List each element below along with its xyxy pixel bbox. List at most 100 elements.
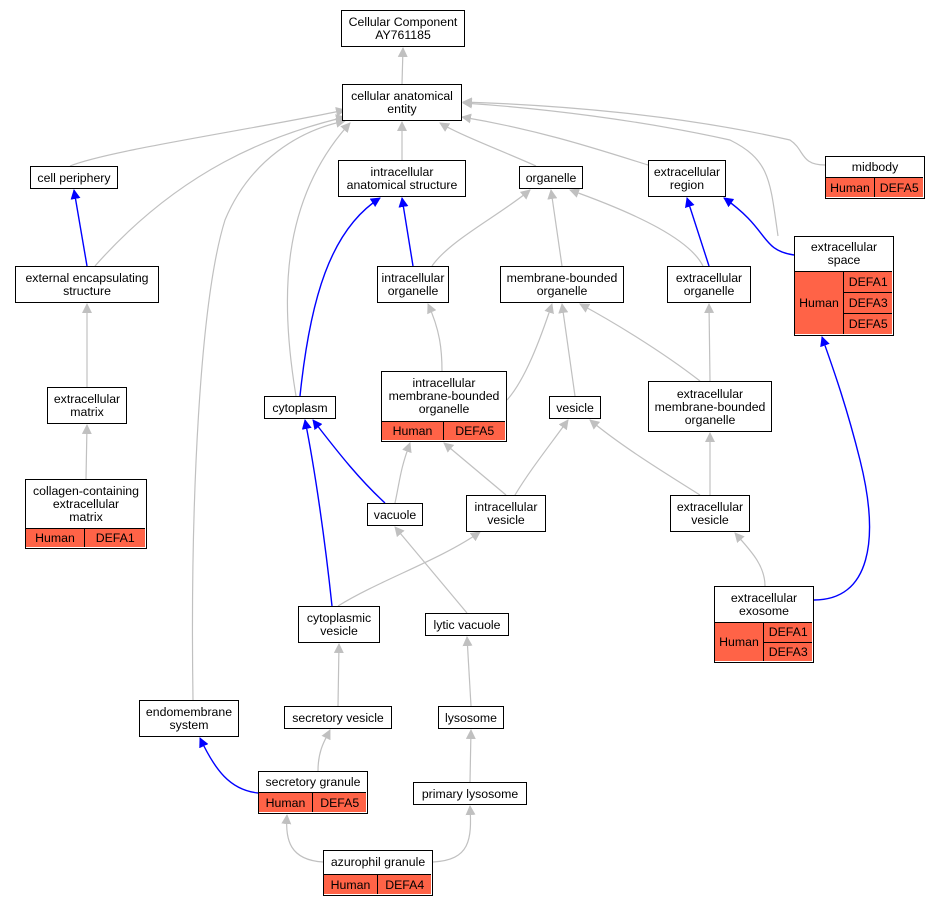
- node-label: extracellular region: [653, 165, 721, 192]
- edge-ag-to-pl: [432, 805, 476, 863]
- edge-cv-to-cy: [301, 419, 333, 607]
- node-cy[interactable]: cytoplasm: [264, 396, 336, 419]
- node-imbo[interactable]: intracellular membrane-bounded organelle…: [381, 371, 507, 442]
- node-label: vacuole: [373, 507, 417, 522]
- node-label: intracellular vesicle: [474, 500, 538, 527]
- gene-cell: DEFA4: [378, 873, 432, 895]
- node-label: Cellular Component AY761185: [348, 15, 458, 42]
- node-cv[interactable]: cytoplasmic vesicle: [298, 606, 380, 643]
- node-ves[interactable]: vesicle: [549, 396, 601, 419]
- edge-cv-to-iv: [337, 531, 481, 607]
- edge-vac-to-imbo: [394, 442, 412, 504]
- node-label: vesicle: [556, 400, 594, 415]
- node-label: membrane-bounded organelle: [506, 271, 618, 298]
- edge-cy-to-ias: [299, 197, 381, 397]
- edge-lv-to-vac: [394, 526, 468, 614]
- node-iv[interactable]: intracellular vesicle: [466, 495, 546, 532]
- edge-ag-to-sg: [281, 814, 324, 863]
- node-em[interactable]: extracellular matrix: [47, 387, 127, 424]
- edge-io-to-org: [431, 189, 531, 267]
- node-ems[interactable]: endomembrane system: [139, 700, 239, 737]
- gene-cell: DEFA3: [844, 291, 893, 314]
- node-cp[interactable]: cell periphery: [30, 166, 118, 189]
- node-vac[interactable]: vacuole: [367, 503, 423, 526]
- node-org[interactable]: organelle: [519, 166, 583, 189]
- node-ias[interactable]: intracellular anatomical structure: [338, 160, 466, 197]
- node-io[interactable]: intracellular organelle: [377, 266, 449, 303]
- node-label: primary lysosome: [421, 786, 519, 801]
- node-eo[interactable]: extracellular organelle: [667, 266, 751, 303]
- node-label: extracellular space: [810, 240, 878, 267]
- species-cell: Human: [324, 873, 378, 895]
- edge-ees-to-cae: [94, 114, 346, 267]
- edge-embo-to-mbo: [579, 303, 701, 382]
- node-label: extracellular vesicle: [676, 500, 744, 527]
- node-label: intracellular organelle: [381, 271, 445, 298]
- edge-io-to-ias: [398, 197, 414, 267]
- node-label: azurophil granule: [330, 855, 426, 869]
- edge-lys-to-lv: [462, 636, 473, 707]
- node-label: extracellular organelle: [675, 271, 743, 298]
- node-label: secretory granule: [265, 774, 361, 789]
- edge-es-to-cae: [462, 98, 779, 237]
- edge-imbo-to-mbo: [506, 303, 554, 401]
- edge-iv-to-ves: [514, 419, 569, 496]
- edge-ccem-to-em: [81, 424, 92, 480]
- edge-exo-to-es: [813, 336, 871, 601]
- gene-cell: DEFA1: [85, 527, 146, 548]
- node-ccem[interactable]: collagen-containing extracellular matrix…: [25, 479, 147, 549]
- edge-eo-to-org: [569, 188, 704, 267]
- edge-pl-to-lys: [465, 729, 476, 783]
- gene-cell: DEFA5: [313, 791, 367, 813]
- node-cc[interactable]: Cellular Component AY761185: [341, 10, 465, 47]
- node-lys[interactable]: lysosome: [438, 706, 504, 729]
- gene-cell: DEFA1: [764, 621, 813, 642]
- node-sv[interactable]: secretory vesicle: [284, 706, 392, 729]
- edge-cae-to-cc: [397, 47, 408, 85]
- node-label: external encapsulating structure: [25, 271, 149, 298]
- edge-iv-to-imbo: [443, 442, 507, 496]
- gene-cell: DEFA5: [875, 176, 924, 198]
- node-label: extracellular exosome: [730, 590, 798, 618]
- gene-cell: DEFA1: [844, 270, 893, 292]
- node-er[interactable]: extracellular region: [648, 160, 726, 197]
- edge-embo-to-eo: [704, 303, 715, 382]
- species-cell: Human: [795, 270, 844, 335]
- node-ev[interactable]: extracellular vesicle: [670, 495, 750, 532]
- node-label: cytoplasmic vesicle: [306, 611, 372, 638]
- gene-cell: DEFA5: [844, 313, 893, 335]
- edge-cy-to-cae: [286, 122, 351, 397]
- node-label: intracellular anatomical structure: [346, 165, 458, 192]
- node-label: secretory vesicle: [292, 710, 384, 725]
- species-cell: Human: [26, 527, 85, 548]
- species-cell: Human: [382, 420, 444, 441]
- edge-mbo-to-org: [547, 189, 563, 267]
- node-mbo[interactable]: membrane-bounded organelle: [500, 266, 624, 303]
- node-pl[interactable]: primary lysosome: [413, 782, 527, 805]
- node-label: collagen-containing extracellular matrix: [33, 483, 139, 524]
- edge-es-to-er: [723, 197, 795, 256]
- node-label: cellular anatomical entity: [351, 89, 453, 116]
- node-label: lysosome: [445, 710, 497, 725]
- edge-eo-to-er: [685, 197, 710, 267]
- node-lv[interactable]: lytic vacuole: [425, 613, 509, 636]
- gene-cell: DEFA5: [444, 420, 506, 441]
- node-label: endomembrane system: [145, 705, 233, 732]
- edge-ees-to-cp: [70, 189, 88, 267]
- edge-exo-to-ev: [734, 532, 766, 587]
- species-cell: Human: [259, 791, 313, 813]
- node-label: cell periphery: [37, 170, 111, 185]
- node-embo[interactable]: extracellular membrane-bounded organelle: [648, 381, 772, 432]
- species-cell: Human: [715, 621, 764, 662]
- node-ees[interactable]: external encapsulating structure: [15, 266, 159, 303]
- edge-cp-to-cae: [69, 106, 346, 167]
- node-cae[interactable]: cellular anatomical entity: [342, 84, 462, 121]
- node-label: intracellular membrane-bounded organelle: [388, 376, 500, 416]
- node-label: cytoplasm: [272, 400, 328, 415]
